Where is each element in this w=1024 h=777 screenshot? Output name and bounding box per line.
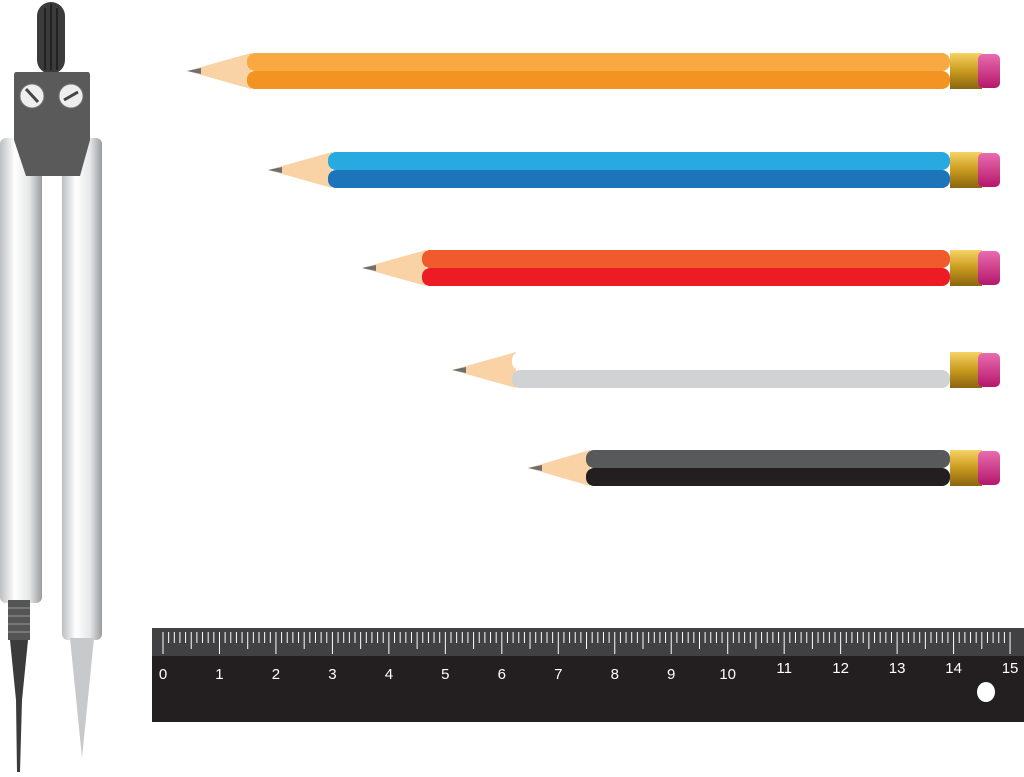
ruler-number: 14 [945, 660, 962, 677]
pencil-wood-tip [452, 352, 516, 388]
pencil-eraser [978, 251, 1000, 285]
ruler-number: 1 [215, 666, 223, 683]
pencil-body-top [328, 152, 950, 170]
ruler-number: 9 [667, 666, 675, 683]
ruler-number: 15 [1002, 660, 1019, 677]
pencil-wood-tip [362, 250, 426, 286]
pencil-ferrule [950, 53, 982, 89]
ruler-number: 0 [159, 666, 167, 683]
pencil-eraser [978, 353, 1000, 387]
pencil-eraser [978, 451, 1000, 485]
drawing-compass [0, 2, 102, 772]
pencil-ferrule [950, 250, 982, 286]
ruler: 0 1 2 3 4 5 6 7 8 9 10 11 12 13 14 15 [152, 628, 1024, 722]
screw-icon [19, 83, 45, 109]
pencil-body-top [422, 250, 950, 268]
ruler-number: 7 [554, 666, 562, 683]
compass-right-leg [62, 138, 102, 640]
ruler-number: 2 [272, 666, 280, 683]
compass-left-leg [0, 138, 42, 603]
ruler-number: 12 [832, 660, 849, 677]
pencil-lead [362, 265, 376, 271]
pencil-lead [268, 167, 282, 173]
ruler-number: 13 [889, 660, 906, 677]
ruler-number: 5 [441, 666, 449, 683]
pencil-orange [187, 53, 1000, 89]
pencil-wood-tip [528, 450, 590, 486]
pencil-lead [187, 68, 201, 74]
pencil-lead [452, 367, 466, 373]
pencil-blue [268, 152, 1000, 188]
pencil-red [362, 250, 1000, 286]
pencil-body-bottom [247, 71, 950, 89]
pencil-eraser [978, 54, 1000, 88]
ruler-number: 11 [776, 660, 792, 677]
ruler-number: 10 [719, 666, 736, 683]
ruler-number: 4 [385, 666, 393, 683]
pencil-eraser [978, 153, 1000, 187]
pencil-body-bottom [512, 370, 950, 388]
screw-icon [58, 83, 84, 109]
pencil-body-top [512, 352, 950, 370]
pencil-body-bottom [328, 170, 950, 188]
pencil-white [452, 352, 1000, 388]
ruler-hole [977, 682, 995, 702]
ruler-number: 8 [611, 666, 619, 683]
pencil-ferrule [950, 352, 982, 388]
ruler-scale [152, 628, 1024, 656]
ruler-number: 6 [498, 666, 506, 683]
pencil-body-top [247, 53, 950, 71]
compass-point [70, 638, 94, 758]
pencil-wood-tip [187, 53, 251, 89]
pencil-body-bottom [586, 468, 950, 486]
compass-needle [10, 640, 28, 772]
pencil-ferrule [950, 152, 982, 188]
pencil-body-bottom [422, 268, 950, 286]
pencil-black [528, 450, 1000, 486]
pencil-wood-tip [268, 152, 332, 188]
pencil-lead [528, 465, 542, 471]
pencil-ferrule [950, 450, 982, 486]
ruler-number: 3 [328, 666, 336, 683]
pencil-body-top [586, 450, 950, 468]
